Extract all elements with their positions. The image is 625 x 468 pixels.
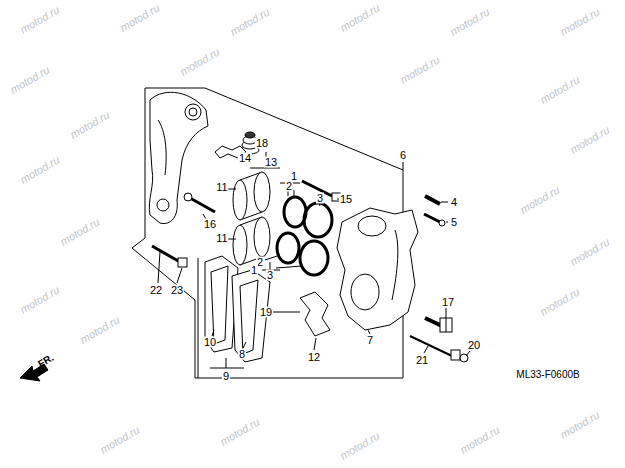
watermark: motod.ru	[8, 64, 51, 95]
callout-number: 1	[250, 265, 258, 276]
watermark: motod.ru	[558, 6, 601, 37]
callout-number: 6	[399, 150, 407, 161]
callout-number: 11	[215, 182, 228, 193]
callout-number: 5	[450, 217, 458, 228]
callout-number: 20	[467, 340, 481, 351]
callout-number: 19	[259, 307, 273, 318]
callout-number: 16	[203, 219, 217, 230]
watermark: motod.ru	[118, 2, 161, 33]
watermark: motod.ru	[218, 416, 261, 447]
watermark: motod.ru	[338, 2, 381, 33]
watermark: motod.ru	[558, 409, 601, 440]
watermark: motod.ru	[18, 4, 61, 35]
callout-number: 3	[266, 270, 274, 281]
watermark: motod.ru	[78, 314, 121, 345]
figure-code: ML33-F0600B	[515, 370, 580, 380]
callout-number: 14	[238, 153, 252, 164]
watermark: motod.ru	[98, 424, 141, 455]
callout-number: 10	[203, 337, 217, 348]
watermark: motod.ru	[568, 236, 611, 267]
watermark: motod.ru	[68, 109, 111, 140]
watermark: motod.ru	[58, 216, 101, 247]
watermark: motod.ru	[18, 284, 61, 315]
watermark: motod.ru	[518, 184, 561, 215]
callout-number: 11	[215, 233, 228, 244]
watermark: motod.ru	[538, 286, 581, 317]
callout-number: 7	[366, 335, 374, 346]
callout-number: 8	[238, 349, 246, 360]
callout-number: 18	[255, 138, 269, 149]
callout-number: 22	[149, 285, 163, 296]
watermark: motod.ru	[458, 424, 501, 455]
watermark: motod.ru	[448, 6, 491, 37]
watermark: motod.ru	[568, 124, 611, 155]
callout-number: 13	[264, 157, 278, 168]
callout-number: 23	[170, 285, 184, 296]
callout-number: 3	[316, 193, 324, 204]
callout-number: 12	[307, 352, 321, 363]
callout-number: 9	[222, 371, 230, 382]
watermark: motod.ru	[538, 74, 581, 105]
callout-number: 2	[285, 181, 293, 192]
callout-number: 17	[441, 297, 455, 308]
watermark: motod.ru	[228, 6, 271, 37]
callout-number: 21	[415, 355, 429, 366]
watermark: motod.ru	[178, 46, 221, 77]
watermark: motod.ru	[18, 154, 61, 185]
watermark: motod.ru	[338, 430, 381, 461]
callout-number: 4	[450, 197, 458, 208]
callout-number: 15	[339, 194, 353, 205]
watermark: motod.ru	[398, 54, 441, 85]
